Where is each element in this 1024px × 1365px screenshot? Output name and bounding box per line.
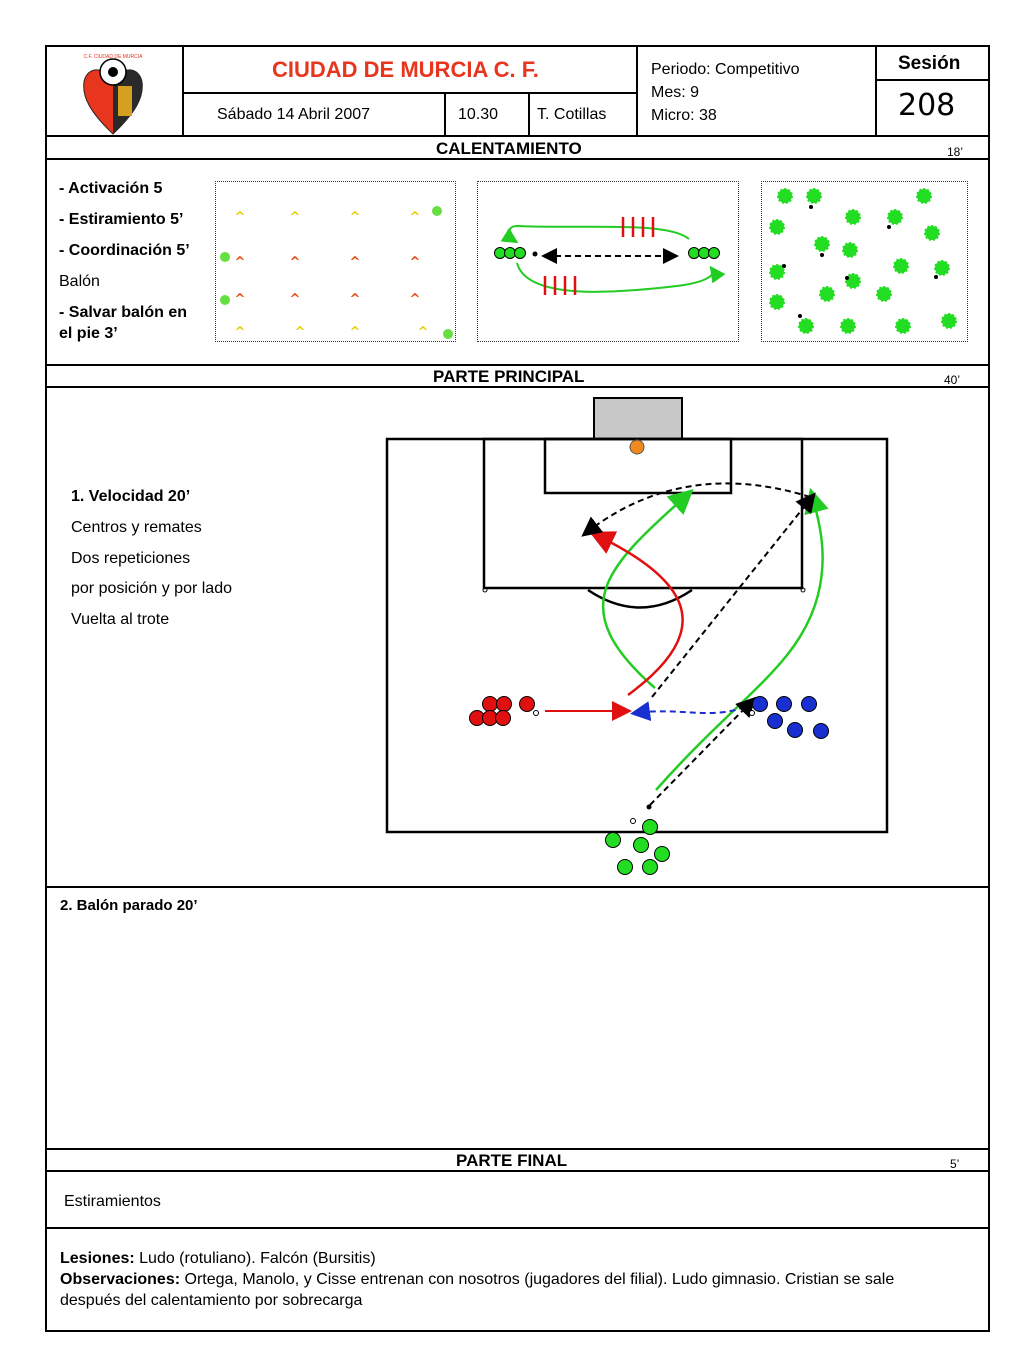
svg-text:^: ^ (350, 325, 361, 340)
duration-principal: 40’ (944, 373, 961, 387)
warmup-item: - Salvar balón en (59, 304, 188, 321)
logo-text: C.F. CIUDAD DE MURCIA (84, 54, 144, 60)
divider (875, 79, 990, 81)
exercise-title: 2. Balón parado 20’ (60, 897, 198, 914)
session-time: 10.30 (458, 106, 499, 123)
svg-text:^: ^ (290, 292, 301, 307)
divider (528, 92, 530, 136)
svg-text:^: ^ (350, 255, 361, 270)
observaciones: Observaciones: Ortega, Manolo, y Cisse e… (60, 1271, 894, 1289)
svg-text:^: ^ (410, 292, 421, 307)
svg-text:^: ^ (350, 292, 361, 307)
divider (875, 45, 877, 136)
divider (45, 1170, 990, 1172)
divider (182, 45, 184, 136)
goalkeeper (629, 439, 645, 455)
svg-text:^: ^ (410, 210, 421, 225)
exercise-title: 1. Velocidad 20’ (71, 488, 191, 505)
divider (444, 92, 446, 136)
svg-text:^: ^ (418, 325, 429, 340)
divider (45, 386, 990, 388)
warmup-diagram-coordination (477, 181, 739, 342)
observaciones-text-2: después del calentamiento por sobrecarga (60, 1292, 363, 1309)
svg-text:^: ^ (295, 325, 306, 340)
club-name: CIUDAD DE MURCIA C. F. (272, 57, 539, 82)
pitch-diagram (385, 397, 889, 875)
section-heading-principal: PARTE PRINCIPAL (433, 367, 585, 386)
warmup-item: Balón (59, 273, 100, 290)
coach-name: T. Cotillas (537, 106, 607, 123)
divider (636, 45, 638, 136)
warmup-diagram-activation (215, 181, 456, 342)
svg-text:^: ^ (290, 210, 301, 225)
final-text: Estiramientos (64, 1193, 161, 1210)
divider (45, 135, 990, 137)
duration-final: 5’ (950, 1157, 960, 1171)
coordination-drill (494, 217, 726, 295)
divider (45, 158, 990, 160)
warmup-item: - Coordinación 5’ (59, 242, 190, 259)
svg-text:^: ^ (410, 255, 421, 270)
warmup-item: - Activación 5 (59, 180, 163, 197)
micro: Micro: 38 (651, 107, 717, 124)
activation-drills: ^ ^ ^ ^ ^ ^ ^ ^ ^ ^ ^ ^ ^ ^ ^ ^ (220, 206, 453, 340)
svg-text:^: ^ (235, 325, 246, 340)
exercise-line: por posición y por lado (71, 580, 232, 597)
ball-protection-drill (769, 188, 957, 334)
observaciones-text: Ortega, Manolo, y Cisse entrenan con nos… (184, 1271, 895, 1288)
lesiones-label: Lesiones: (60, 1250, 135, 1267)
mes: Mes: 9 (651, 84, 700, 101)
goal (593, 397, 683, 440)
periodo: Periodo: Competitivo (651, 61, 800, 78)
divider (45, 886, 990, 888)
svg-text:^: ^ (350, 210, 361, 225)
lesiones: Lesiones: Ludo (rotuliano). Falcón (Burs… (60, 1250, 376, 1268)
sesion-number: 208 (898, 88, 956, 123)
svg-text:^: ^ (235, 210, 246, 225)
session-sheet (45, 45, 990, 1332)
sesion-label: Sesión (898, 53, 961, 74)
exercise-line: Centros y remates (71, 519, 202, 536)
divider (45, 364, 990, 366)
exercise-line: Dos repeticiones (71, 550, 191, 567)
divider (45, 1148, 990, 1150)
section-heading-calentamiento: CALENTAMIENTO (436, 139, 582, 158)
divider (182, 92, 636, 94)
duration-calentamiento: 18’ (947, 145, 964, 159)
warmup-item: el pie 3’ (59, 325, 118, 342)
svg-text:^: ^ (235, 255, 246, 270)
divider (45, 1227, 990, 1229)
warmup-item: - Estiramiento 5’ (59, 211, 184, 228)
lesiones-text: Ludo (rotuliano). Falcón (Bursitis) (139, 1250, 376, 1267)
warmup-diagram-ball-protection (761, 181, 968, 342)
svg-text:^: ^ (235, 292, 246, 307)
club-logo: C.F. CIUDAD DE MURCIA (83, 54, 144, 135)
exercise-line: Vuelta al trote (71, 611, 170, 628)
svg-text:^: ^ (290, 255, 301, 270)
observaciones-label: Observaciones: (60, 1271, 181, 1288)
section-heading-final: PARTE FINAL (456, 1151, 568, 1170)
session-date: Sábado 14 Abril 2007 (217, 106, 371, 123)
